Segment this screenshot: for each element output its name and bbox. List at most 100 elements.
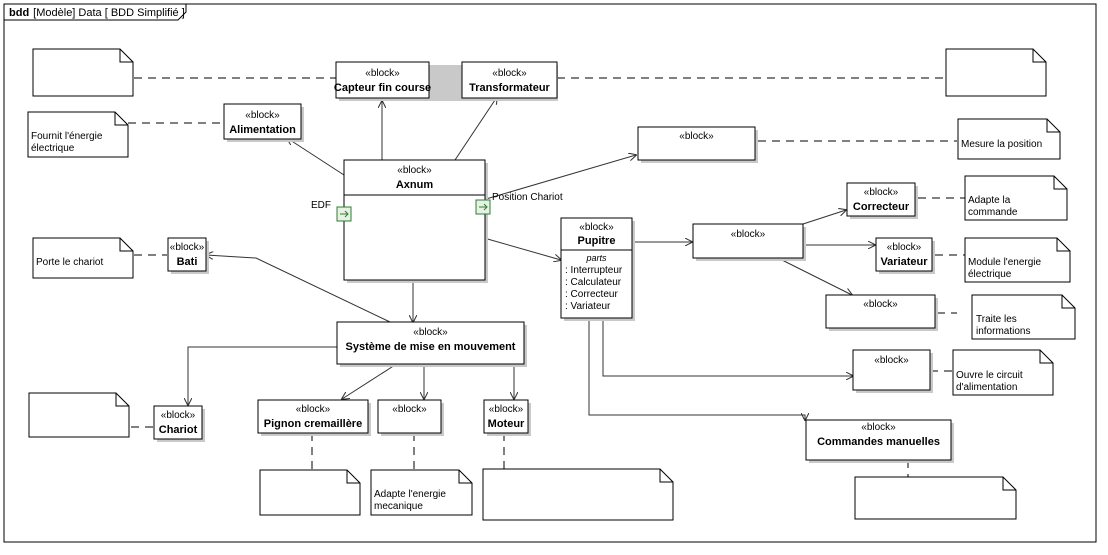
- diagram-frame: bdd[Modèle] Data [ BDD Simplifié ]: [3, 3, 1097, 543]
- note-ouvre-circuit[interactable]: Ouvre le circuit d'alimentation: [952, 349, 1054, 396]
- block-systeme[interactable]: «block» Système de mise en mouvement: [336, 321, 527, 367]
- note-porte-chariot[interactable]: Porte le chariot: [32, 237, 134, 279]
- note-fournit-energie[interactable]: Fournit l'énergie électrique: [27, 111, 129, 158]
- stereotype-label: «block»: [245, 110, 280, 121]
- note-top-right[interactable]: [945, 48, 1047, 97]
- port-edf[interactable]: [336, 206, 352, 222]
- link-systeme-chariot: [188, 347, 337, 405]
- block-name: Chariot: [159, 424, 198, 436]
- stereotype-label: «block»: [579, 222, 614, 233]
- block-name: Pignon cremaillère: [264, 418, 362, 430]
- frame-title: bdd[Modèle] Data [ BDD Simplifié ]: [9, 7, 185, 19]
- part-item: : Variateur: [565, 301, 611, 312]
- port-edf-label: EDF: [311, 200, 331, 211]
- note-text: Adapte l'energie: [374, 489, 446, 500]
- stereotype-label: «block»: [392, 404, 427, 415]
- note-adapte-energie-mecanique[interactable]: Adapte l'energie mecanique: [370, 469, 473, 516]
- part-item: : Interrupteur: [565, 265, 623, 276]
- stereotype-label: «block»: [679, 131, 714, 142]
- note-mesure-position[interactable]: Mesure la position: [957, 118, 1061, 160]
- stereotype-label: «block»: [887, 242, 922, 253]
- note-pignon[interactable]: [259, 469, 361, 516]
- port-position-chariot[interactable]: [475, 199, 491, 215]
- note-text: mecanique: [374, 501, 423, 512]
- block-ouvre[interactable]: «block»: [852, 349, 933, 393]
- block-name: Variateur: [880, 256, 928, 268]
- stereotype-label: «block»: [170, 242, 205, 253]
- block-chariot[interactable]: «block» Chariot: [153, 405, 205, 442]
- note-commandes[interactable]: [854, 476, 1017, 520]
- port-position-label: Position Chariot: [492, 192, 563, 203]
- note-top-left[interactable]: [32, 48, 134, 97]
- link-middle-traite: [780, 259, 852, 295]
- block-mesure[interactable]: «block»: [637, 126, 758, 163]
- link-pupitre-commandes: [589, 318, 805, 420]
- stereotype-label: «block»: [864, 187, 899, 198]
- block-variateur[interactable]: «block» Variateur: [875, 237, 935, 274]
- block-axnum[interactable]: «block» Axnum EDF Position Chariot: [311, 159, 563, 283]
- link-middle-correcteur: [800, 210, 846, 225]
- note-text: Porte le chariot: [36, 257, 103, 268]
- parts-compartment-title: parts: [585, 253, 607, 263]
- note-traite-informations[interactable]: Traite les informations: [971, 294, 1076, 340]
- note-text: Ouvre le circuit: [956, 370, 1023, 381]
- note-text: Adapte la: [968, 195, 1011, 206]
- note-text: Fournit l'énergie: [31, 131, 103, 142]
- stereotype-label: «block»: [397, 165, 432, 176]
- part-item: : Correcteur: [565, 289, 618, 300]
- block-name: Système de mise en mouvement: [346, 341, 516, 353]
- stereotype-label: «block»: [874, 355, 909, 366]
- stereotype-label: «block»: [492, 68, 527, 79]
- stereotype-label: «block»: [296, 404, 331, 415]
- block-middle[interactable]: «block»: [692, 223, 806, 261]
- block-transformateur[interactable]: «block» Transformateur: [461, 61, 558, 99]
- block-pignon-cremaillere[interactable]: «block» Pignon cremaillère: [257, 399, 371, 436]
- link-systeme-pignon: [342, 365, 395, 399]
- block-bati[interactable]: «block» Bati: [167, 237, 209, 274]
- note-module-energie[interactable]: Module l'energie électrique: [964, 237, 1071, 283]
- block-pupitre[interactable]: «block» Pupitre parts : Interrupteur : C…: [560, 217, 635, 321]
- stereotype-label: «block»: [861, 422, 896, 433]
- part-item: : Calculateur: [565, 277, 622, 288]
- block-alimentation[interactable]: «block» Alimentation: [223, 103, 304, 142]
- block-name: Correcteur: [853, 201, 910, 213]
- block-name: Capteur fin course: [334, 82, 431, 94]
- block-correcteur[interactable]: «block» Correcteur: [846, 182, 918, 219]
- note-text: Traite les: [976, 314, 1017, 325]
- link-axnum-alimentation: [287, 138, 344, 175]
- block-name: Bati: [177, 256, 198, 268]
- note-text: d'alimentation: [956, 382, 1017, 393]
- link-pupitre-ouvre: [603, 318, 853, 376]
- link-systeme-bati: [206, 255, 390, 322]
- stereotype-label: «block»: [731, 229, 766, 240]
- block-name: Pupitre: [578, 235, 616, 247]
- note-text: électrique: [31, 143, 75, 154]
- link-axnum-pupitre: [484, 238, 561, 260]
- note-chariot[interactable]: [28, 392, 130, 438]
- stereotype-label: «block»: [365, 68, 400, 79]
- note-anchors: [128, 77, 965, 477]
- block-name: Commandes manuelles: [817, 436, 940, 448]
- link-axnum-transformateur: [455, 97, 497, 160]
- block-moteur[interactable]: «block» Moteur: [483, 399, 531, 436]
- block-name: Moteur: [488, 418, 525, 430]
- block-name: Alimentation: [229, 124, 296, 136]
- stereotype-label: «block»: [863, 299, 898, 310]
- note-moteur[interactable]: [482, 468, 674, 521]
- block-adapte[interactable]: «block»: [377, 399, 444, 436]
- note-adapte-commande[interactable]: Adapte la commande: [964, 175, 1068, 221]
- block-name: Transformateur: [469, 82, 550, 94]
- block-traite[interactable]: «block»: [825, 294, 938, 331]
- note-text: Mesure la position: [961, 139, 1042, 150]
- link-position-mesure: [486, 155, 636, 199]
- note-text: électrique: [968, 269, 1012, 280]
- stereotype-label: «block»: [161, 410, 196, 421]
- note-text: informations: [976, 326, 1030, 337]
- stereotype-label: «block»: [489, 404, 524, 415]
- connectors: [188, 97, 875, 420]
- block-commandes-manuelles[interactable]: «block» Commandes manuelles: [805, 419, 954, 463]
- block-name: Axnum: [396, 179, 434, 191]
- stereotype-label: «block»: [413, 327, 448, 338]
- note-text: Module l'energie: [968, 257, 1042, 268]
